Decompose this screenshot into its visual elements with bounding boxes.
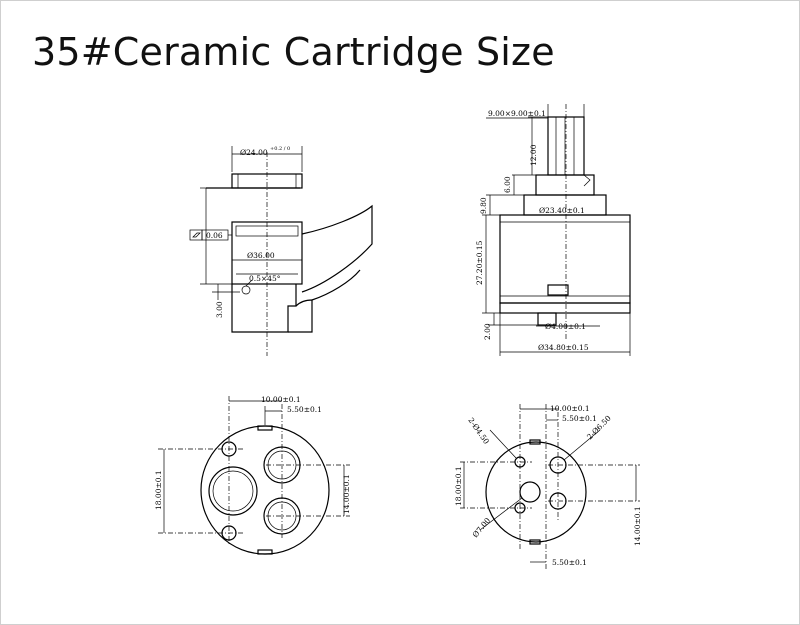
br-dim-right-label: 14.00±0.1	[633, 506, 642, 546]
br-center-hole-label: Ø7.00	[471, 516, 493, 539]
br-dim-left-label: 18.00±0.1	[454, 466, 463, 506]
front-upper-diameter-label: Ø23.40±0.1	[539, 206, 585, 215]
bottom-right-view: 10.00±0.1 5.50±0.1 2-Ø4.50 2-Ø6.50 18.00…	[454, 404, 642, 570]
front-view-pin	[537, 312, 557, 326]
side-view: Ø24.00 +0.2 / 0 0.06 Ø36.00 0.5×45° 3.00	[189, 146, 373, 356]
page-title: 35#Ceramic Cartridge Size	[32, 30, 555, 74]
br-dim-top2-label: 5.50±0.1	[562, 414, 597, 423]
front-view: 9.00×9.00±0.1 12.00 6.00 9.80 Ø23.40±0.1…	[475, 104, 631, 356]
front-stem-spline-label: 9.00×9.00±0.1	[488, 109, 546, 118]
side-body-diameter-label: Ø36.00	[247, 251, 275, 260]
front-body-diameter-label: Ø34.80±0.15	[538, 343, 589, 352]
bottom-left-view: 10.00±0.1 5.50±0.1 18.00±0.1 14.00±0.1	[154, 395, 351, 555]
side-flatness-label: 0.06	[206, 231, 223, 240]
side-top-diameter-label: Ø24.00	[240, 148, 268, 157]
front-stem-height-label: 12.00	[529, 144, 538, 166]
br-dim-bottom-label: 5.50±0.1	[552, 558, 587, 567]
side-view-handle	[301, 204, 373, 293]
side-base-height-label: 3.00	[215, 301, 224, 318]
bottom-left-disk	[200, 425, 330, 555]
bottom-right-center-hole	[519, 481, 541, 503]
bl-dim-right-label: 14.00±0.1	[342, 474, 351, 514]
bl-dim-top1-label: 10.00±0.1	[261, 395, 301, 404]
bottom-left-large-port	[208, 466, 258, 516]
br-hole-small-label: 2-Ø4.50	[466, 416, 491, 446]
front-collar-height-label: 6.00	[503, 176, 512, 193]
bl-dim-top2-label: 5.50±0.1	[287, 405, 322, 414]
br-dim-top1-label: 10.00±0.1	[550, 404, 590, 413]
front-pin-diameter-label: Ø4.00±0.1	[545, 322, 586, 331]
side-top-tolerance-label: +0.2 / 0	[270, 146, 290, 152]
side-chamfer-label: 0.5×45°	[249, 274, 281, 283]
front-pin-height-label: 2.00	[483, 323, 492, 340]
front-body-height-label: 27.20±0.15	[475, 240, 484, 285]
bottom-right-disk	[485, 441, 587, 543]
front-upper-height-label: 9.80	[479, 197, 488, 214]
bl-dim-left-label: 18.00±0.1	[154, 470, 163, 510]
front-view-body	[499, 214, 631, 304]
